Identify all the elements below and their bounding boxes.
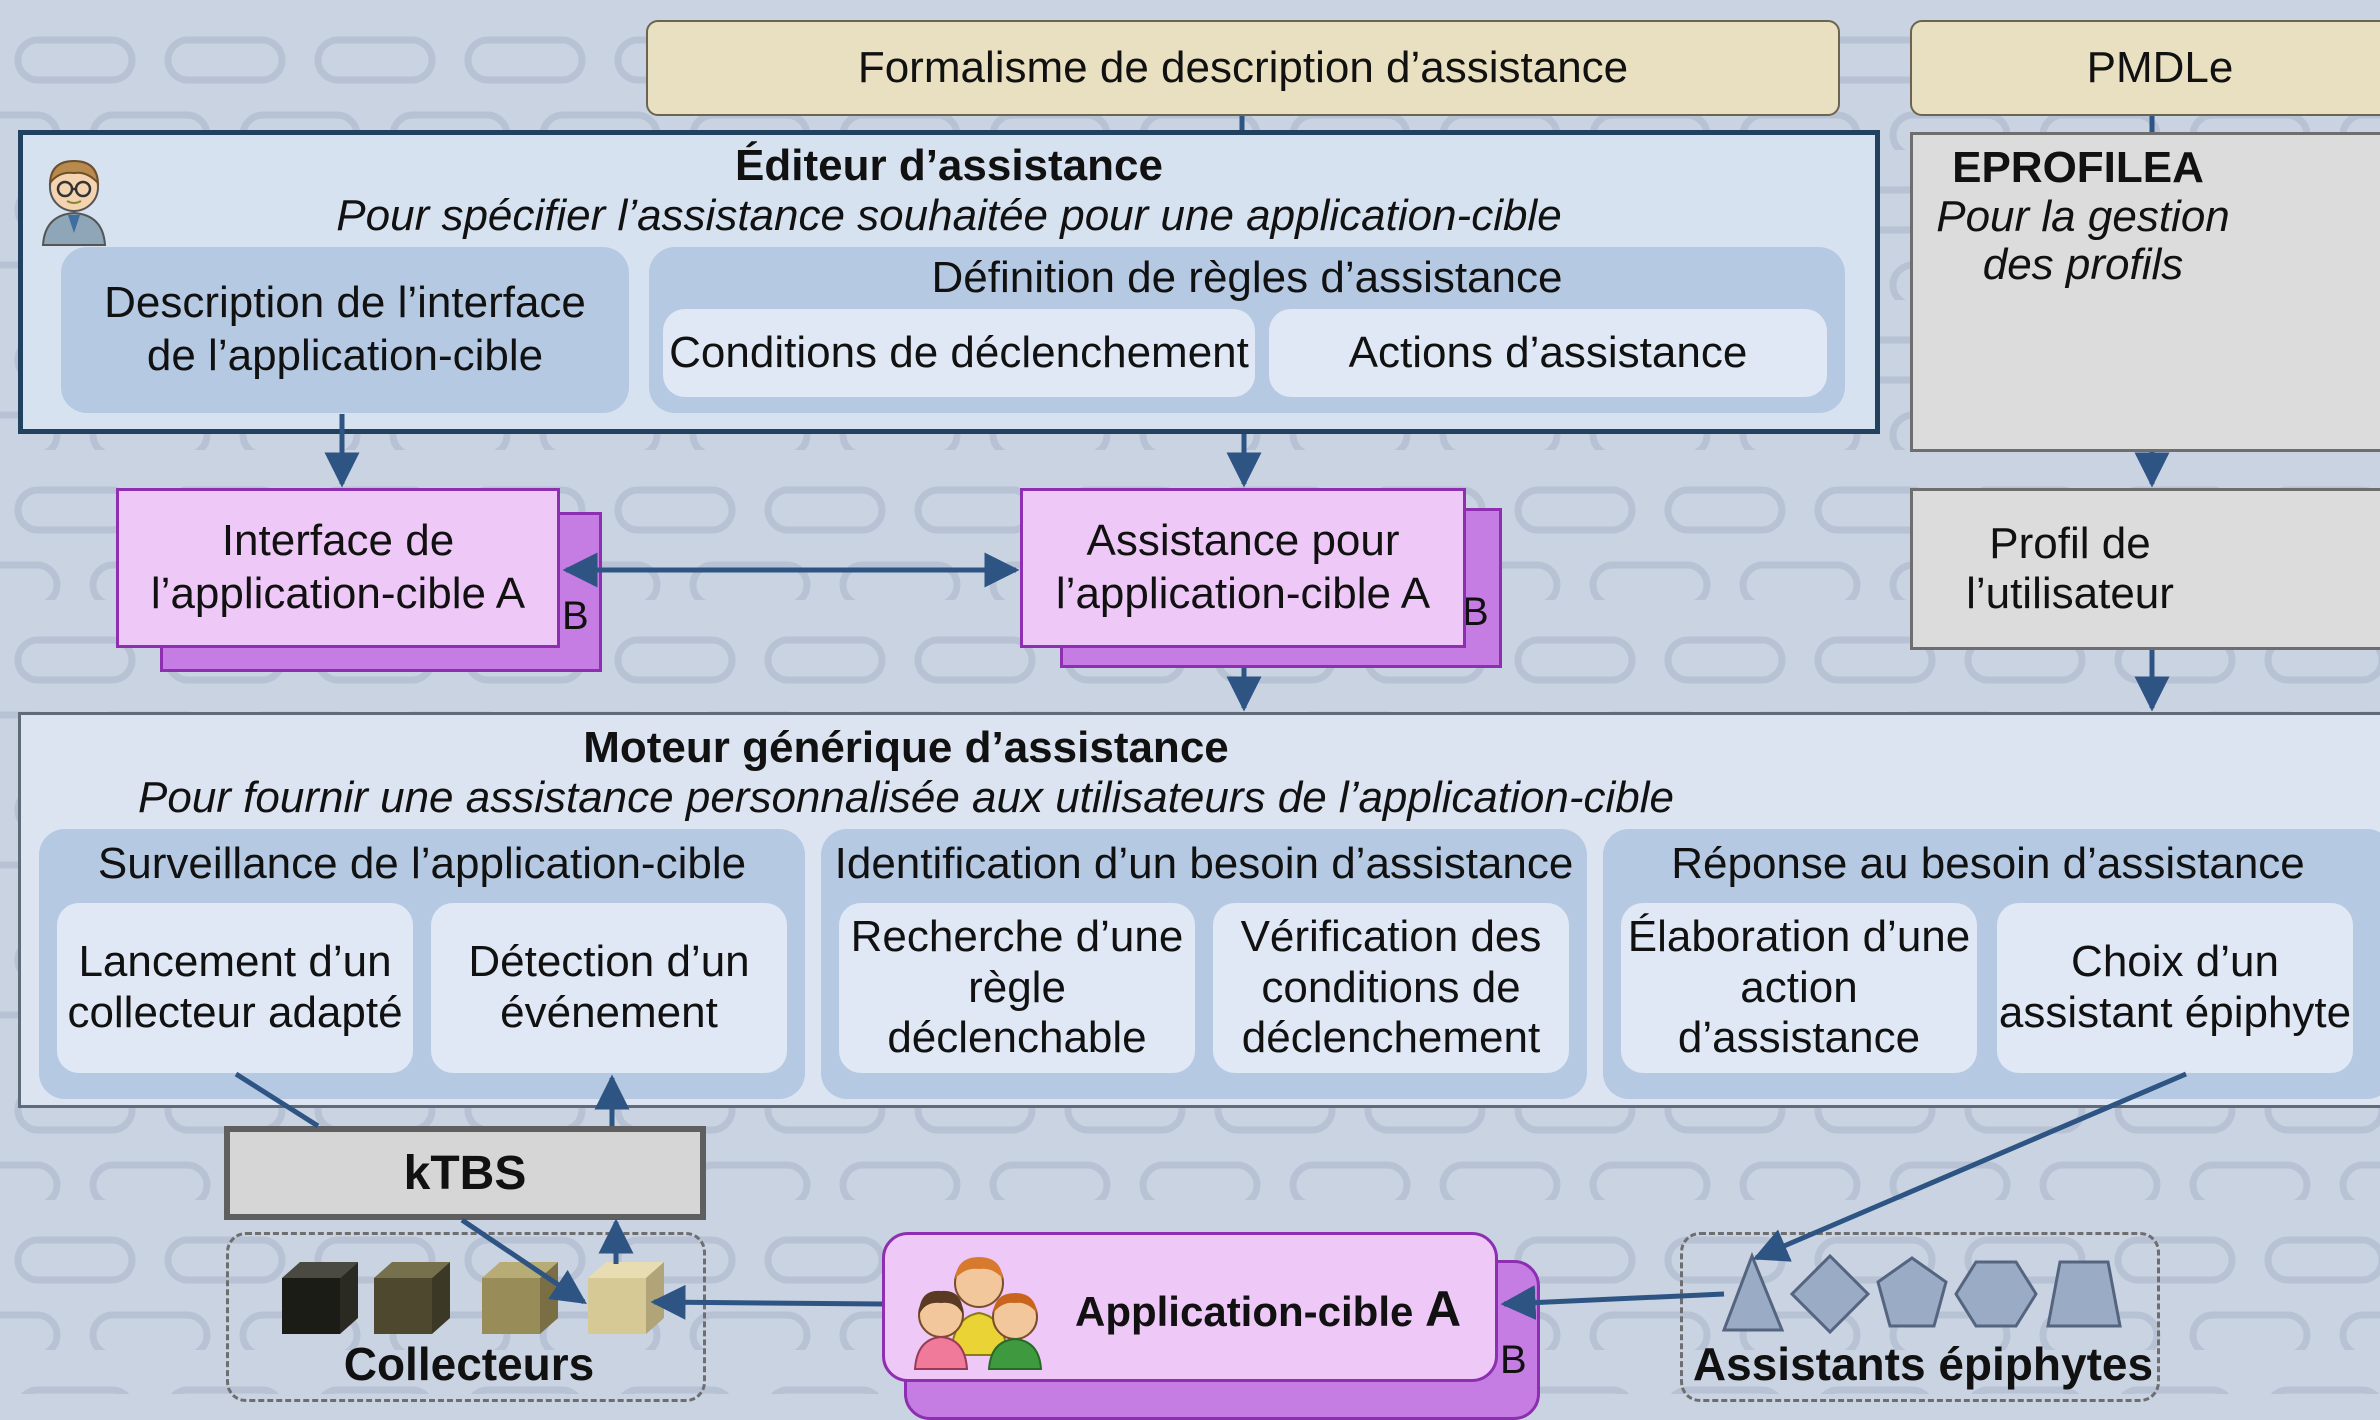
assistant-crystal-icon [1721, 1251, 1785, 1332]
identification-title: Identification d’un besoin d’assistance [834, 839, 1574, 888]
collectors-label: Collecteurs [343, 1338, 595, 1390]
ktbs-label: kTBS [403, 1146, 527, 1200]
event-detection-label: Détection d’un événement [468, 937, 750, 1037]
action-elaboration-box: Élaboration d’une action d’assistance [1621, 903, 1977, 1073]
interface-doc-badge: B [562, 594, 589, 638]
user-profile-label: Profil de l’utilisateur [1966, 519, 2174, 618]
interface-description-panel: Description de l’interface de l’applicat… [61, 247, 629, 413]
trigger-conditions-label: Conditions de déclenchement [669, 327, 1249, 377]
action-elaboration-label: Élaboration d’une action d’assistance [1627, 912, 1971, 1063]
event-detection-box: Détection d’un événement [431, 903, 787, 1073]
engine-subtitle: Pour fournir une assistance personnalisé… [138, 773, 1674, 822]
assistant-crystal-icon [1876, 1256, 1948, 1328]
condition-check-box: Vérification des conditions de déclenche… [1213, 903, 1569, 1073]
interface-description-label: Description de l’interface de l’applicat… [104, 278, 586, 380]
pmdle-label: PMDLe [2086, 43, 2234, 92]
application-letter: A [1425, 1281, 1462, 1337]
ktbs-box: kTBS [224, 1126, 706, 1220]
interface-doc-label: Interface de l’application-cible A [150, 516, 526, 618]
formalism-box: Formalisme de description d’assistance [646, 20, 1840, 116]
assistance-actions-label: Actions d’assistance [1348, 327, 1748, 377]
interface-doc: Interface de l’application-cible A [116, 488, 560, 648]
assistance-editor: Éditeur d’assistance Pour spécifier l’as… [18, 130, 1880, 434]
launch-collector-label: Lancement d’un collecteur adapté [67, 937, 403, 1037]
condition-check-label: Vérification des conditions de déclenche… [1240, 912, 1542, 1063]
rule-search-label: Recherche d’une règle déclenchable [850, 912, 1184, 1063]
rules-definition-panel: Définition de règles d’assistance Condit… [649, 247, 1845, 413]
user-profile-doc: Profil de l’utilisateur [1910, 488, 2380, 650]
app-doc-badge: B [1500, 1338, 1527, 1382]
eprofilea-box: EPROFILEA Pour la gestion des profils [1910, 132, 2380, 452]
collector-cube-icon [282, 1262, 358, 1334]
eprofilea-title: EPROFILEA [1952, 143, 2204, 192]
editor-subtitle: Pour spécifier l’assistance souhaitée po… [336, 191, 1562, 240]
assistance-actions-box: Actions d’assistance [1269, 309, 1827, 397]
trigger-conditions-box: Conditions de déclenchement [663, 309, 1255, 397]
application-title: Application-cible A [1075, 1279, 1461, 1339]
surveillance-panel: Surveillance de l’application-cible Lanc… [39, 829, 805, 1099]
pmdle-box: PMDLe [1910, 20, 2380, 116]
collector-cube-icon [588, 1262, 664, 1334]
application-label: Application-cible [1075, 1288, 1414, 1335]
arrow-assistants-app [1500, 1285, 1725, 1321]
formalism-label: Formalisme de description d’assistance [857, 43, 1629, 92]
eprofilea-subtitle: Pour la gestion des profils [1936, 192, 2230, 290]
assistance-doc-label: Assistance pour l’application-cible A [1055, 516, 1431, 618]
surveillance-title: Surveillance de l’application-cible [97, 839, 747, 888]
arrow-app-collectors [650, 1284, 883, 1320]
editor-title: Éditeur d’assistance [735, 141, 1163, 190]
assistant-crystal-icon [2046, 1260, 2122, 1328]
collectors-group: Collecteurs [226, 1232, 706, 1402]
engine-title: Moteur générique d’assistance [583, 723, 1229, 772]
assistant-choice-label: Choix d’un assistant épiphyte [1998, 937, 2352, 1037]
assistant-crystal-icon [1789, 1253, 1871, 1335]
collector-cube-icon [482, 1262, 558, 1334]
assistants-label: Assistants épiphytes [1692, 1338, 2154, 1390]
identification-panel: Identification d’un besoin d’assistance … [821, 829, 1587, 1099]
users-group-icon [907, 1245, 1047, 1373]
assistance-doc: Assistance pour l’application-cible A [1020, 488, 1466, 648]
assistant-crystal-icon [1954, 1260, 2038, 1328]
rule-search-box: Recherche d’une règle déclenchable [839, 903, 1195, 1073]
arrow-ktbs-collector [460, 1217, 587, 1305]
response-panel: Réponse au besoin d’assistance Élaborati… [1603, 829, 2380, 1099]
collector-cube-icon [374, 1262, 450, 1334]
line-launch-ktbs [234, 1071, 320, 1129]
application-target: Application-cible A [882, 1232, 1498, 1382]
editor-avatar-icon [37, 153, 111, 249]
response-title: Réponse au besoin d’assistance [1671, 839, 2305, 888]
launch-collector-box: Lancement d’un collecteur adapté [57, 903, 413, 1073]
assistance-doc-badge: B [1462, 590, 1489, 634]
assistant-choice-box: Choix d’un assistant épiphyte [1997, 903, 2353, 1073]
rules-definition-title: Définition de règles d’assistance [931, 253, 1563, 302]
arrow-choice-assistants [1752, 1071, 2187, 1262]
assistance-engine: Moteur générique d’assistance Pour fourn… [18, 712, 2380, 1108]
